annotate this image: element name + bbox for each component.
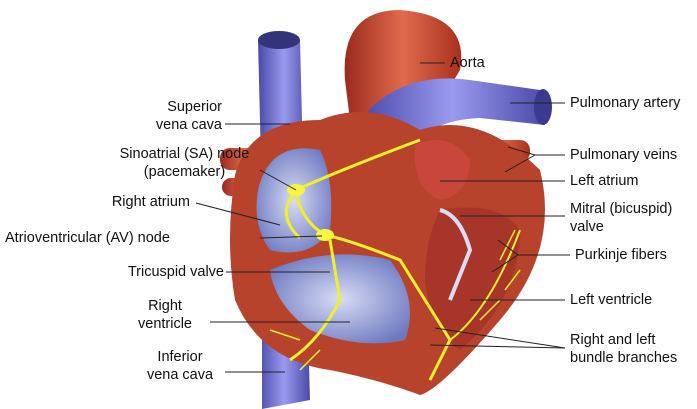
left-ventricle-chamber xyxy=(425,207,520,350)
label-line: Sinoatrial (SA) node xyxy=(119,146,250,162)
label-left-atrium: Left atrium xyxy=(570,173,639,189)
label-line: (pacemaker) xyxy=(143,164,226,180)
left-atrium-chamber xyxy=(414,140,470,200)
label-line: bundle branches xyxy=(570,350,678,366)
label-line: Superior xyxy=(167,99,222,115)
label-line: vena cava xyxy=(155,117,222,133)
label-pulmonary-artery: Pulmonary artery xyxy=(570,95,681,111)
label-left-ventricle: Left ventricle xyxy=(570,292,653,308)
label-right-atrium: Right atrium xyxy=(111,194,190,210)
label-bundle-branches: Right and left bundle branches xyxy=(570,331,677,367)
label-purkinje-fibers: Purkinje fibers xyxy=(575,247,667,263)
label-tricuspid-valve: Tricuspid valve xyxy=(127,264,224,280)
label-line: ventricle xyxy=(138,316,192,332)
leader-lines xyxy=(195,62,570,373)
label-line: Mitral (bicuspid) xyxy=(570,201,673,217)
label-line: Inferior xyxy=(157,349,203,365)
label-mitral-valve: Mitral (bicuspid) valve xyxy=(570,200,672,236)
label-line: vena cava xyxy=(146,367,214,383)
label-pulmonary-veins: Pulmonary veins xyxy=(570,147,678,163)
label-aorta: Aorta xyxy=(450,55,485,71)
label-sa-node: Sinoatrial (SA) node (pacemaker) xyxy=(112,145,257,181)
label-line: Right xyxy=(148,298,182,314)
label-line: valve xyxy=(570,219,604,235)
label-inferior-vena-cava: Inferior vena cava xyxy=(135,348,225,384)
av-node xyxy=(316,229,334,241)
label-line: Right and left xyxy=(570,332,656,348)
label-right-ventricle: Right ventricle xyxy=(120,297,210,333)
label-av-node: Atrioventricular (AV) node xyxy=(5,230,170,246)
label-superior-vena-cava: Superior vena cava xyxy=(156,98,222,134)
